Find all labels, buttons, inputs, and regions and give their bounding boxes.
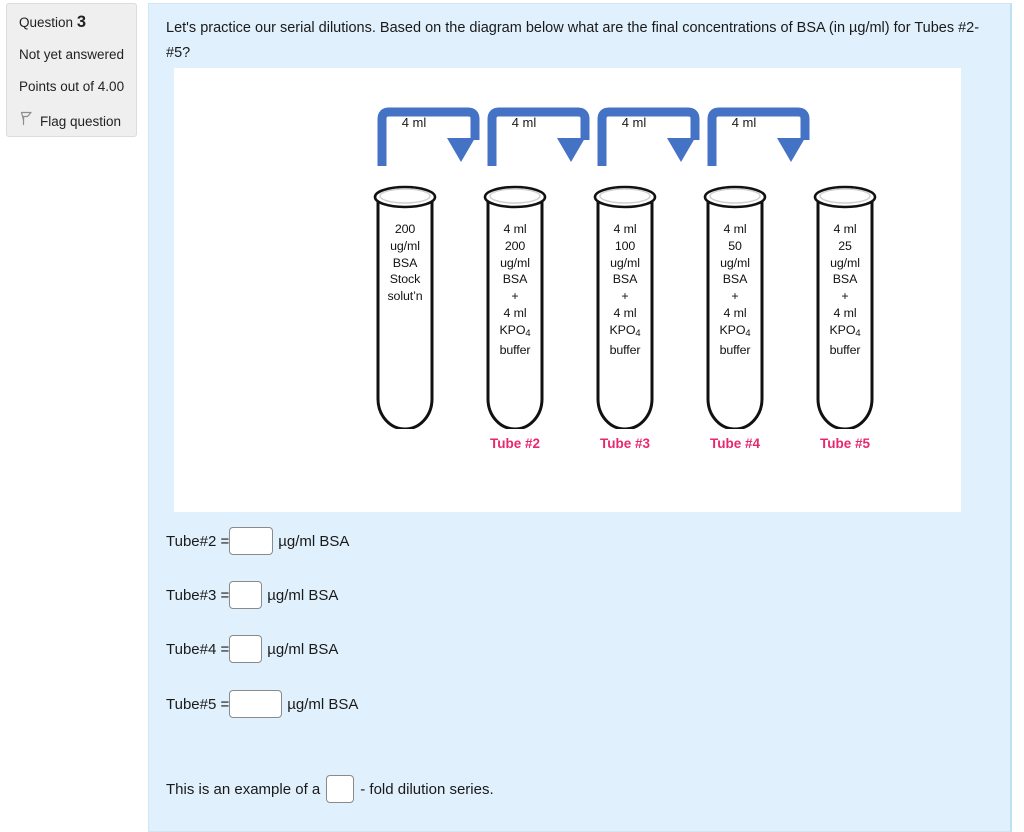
question-number-line: Question 3 (19, 14, 136, 31)
tube-5-line-5: 4 ml (833, 305, 857, 320)
tube-5-label: Tube #5 (819, 436, 870, 451)
flag-question-button[interactable]: Flag question (19, 111, 136, 131)
tube-2-line-4: + (511, 289, 519, 304)
tube-4-line-7: buffer (719, 342, 751, 357)
tube-3-line-3: BSA (612, 272, 638, 287)
tube-5: 4 ml 25 ug/ml BSA + 4 ml KPO4 buffer Tub… (812, 181, 878, 451)
tube-2-line-3: BSA (502, 272, 528, 287)
tube-2-line-0: 4 ml (503, 222, 527, 236)
question-info-box: Question 3 Not yet answered Points out o… (6, 3, 137, 137)
answer-row-tube4: Tube#4 = µg/ml BSA (166, 635, 338, 663)
answer-row-tube3: Tube#3 = µg/ml BSA (166, 581, 338, 609)
tube-2-contents: 4 ml 200 ug/ml BSA + 4 ml KPO4 buffer (482, 221, 548, 358)
arrow-label-3: 4 ml (621, 115, 647, 130)
tube-2-line-6: KPO4 (499, 322, 531, 338)
tube-1: 200 ug/ml BSA Stock solut’n (372, 181, 438, 429)
question-label: Question (19, 15, 74, 30)
tube-5-line-6: KPO4 (829, 322, 861, 338)
tube-4-line-3: BSA (722, 272, 748, 287)
tube-2-line-1: 200 (504, 238, 526, 253)
answer-label-tube2: Tube#2 = (166, 532, 230, 550)
arrow-label-1: 4 ml (401, 115, 427, 130)
transfer-arrow-1: 4 ml (376, 106, 488, 173)
tube-3-line-5: 4 ml (613, 305, 637, 320)
fold-dilution-input[interactable] (326, 775, 355, 803)
transfer-arrow-4: 4 ml (706, 106, 818, 173)
tube-4-line-0: 4 ml (723, 222, 747, 236)
transfer-arrow-2: 4 ml (486, 106, 598, 173)
answer-unit-tube4: µg/ml BSA (267, 640, 339, 658)
tube-3-line-0: 4 ml (613, 222, 637, 236)
question-panel: Let's practice our serial dilutions. Bas… (148, 3, 1012, 832)
tube-5-line-1: 25 (838, 238, 852, 253)
transfer-arrow-3: 4 ml (596, 106, 708, 173)
answer-unit-tube2: µg/ml BSA (278, 532, 350, 550)
tube-2-line-2: ug/ml (500, 255, 530, 270)
serial-dilution-diagram: 4 ml 4 ml 4 ml (174, 68, 961, 512)
tube-1-line-4: solut’n (387, 289, 423, 304)
tube-4-line-6: KPO4 (719, 322, 751, 338)
tube-4-line-5: 4 ml (723, 305, 747, 320)
tube-3-label: Tube #3 (599, 436, 650, 451)
answer-label-tube3: Tube#3 = (166, 586, 230, 604)
tube-5-line-7: buffer (829, 342, 861, 357)
tube-4-contents: 4 ml 50 ug/ml BSA + 4 ml KPO4 buffer (702, 221, 768, 358)
tube-5-line-0: 4 ml (833, 222, 857, 236)
flag-question-label: Flag question (40, 113, 122, 129)
tube-2: 4 ml 200 ug/ml BSA + 4 ml KPO4 buffer Tu… (482, 181, 548, 451)
flag-icon (19, 111, 33, 131)
question-points: Points out of 4.00 (19, 79, 125, 94)
tube-5-contents: 4 ml 25 ug/ml BSA + 4 ml KPO4 buffer (812, 221, 878, 358)
tube-4-label: Tube #4 (709, 436, 760, 451)
tube-5-line-2: ug/ml (830, 255, 860, 270)
tube-1-line-2: BSA (392, 255, 418, 270)
tube-2-label: Tube #2 (489, 436, 540, 451)
tube-3-line-2: ug/ml (610, 255, 640, 270)
tube-4: 4 ml 50 ug/ml BSA + 4 ml KPO4 buffer Tub… (702, 181, 768, 451)
arrow-label-2: 4 ml (511, 115, 537, 130)
question-prompt-text: Let's practice our serial dilutions. Bas… (166, 20, 980, 61)
tube-3-line-4: + (621, 289, 629, 304)
question-status: Not yet answered (19, 47, 125, 62)
tube-5-line-4: + (841, 289, 849, 304)
tube-4-line-4: + (731, 289, 739, 304)
answer-row-tube5: Tube#5 = µg/ml BSA (166, 690, 358, 718)
answer-unit-tube5: µg/ml BSA (287, 695, 359, 713)
tube-5-line-3: BSA (832, 272, 858, 287)
answer-input-tube2[interactable] (229, 527, 274, 555)
answer-input-tube3[interactable] (229, 581, 263, 609)
answer-input-tube4[interactable] (229, 635, 263, 663)
fold-dilution-suffix: - fold dilution series. (360, 780, 494, 798)
tube-3-contents: 4 ml 100 ug/ml BSA + 4 ml KPO4 buffer (592, 221, 658, 358)
answer-label-tube4: Tube#4 = (166, 640, 230, 658)
tube-1-line-3: Stock (389, 272, 421, 287)
answer-unit-tube3: µg/ml BSA (267, 586, 339, 604)
question-number: 3 (76, 13, 87, 31)
tube-3-line-7: buffer (609, 342, 641, 357)
tube-1-contents: 200 ug/ml BSA Stock solut’n (372, 221, 438, 305)
arrow-label-4: 4 ml (731, 115, 757, 130)
tube-3: 4 ml 100 ug/ml BSA + 4 ml KPO4 buffer Tu… (592, 181, 658, 451)
fold-dilution-row: This is an example of a - fold dilution … (166, 775, 494, 803)
tube-3-line-1: 100 (614, 238, 636, 253)
tube-3-line-6: KPO4 (609, 322, 641, 338)
answer-row-tube2: Tube#2 = µg/ml BSA (166, 527, 349, 555)
tube-1-line-1: ug/ml (390, 238, 420, 253)
tube-4-line-1: 50 (728, 238, 742, 253)
fold-dilution-prefix: This is an example of a (166, 780, 321, 798)
tube-4-line-2: ug/ml (720, 255, 750, 270)
tube-2-line-7: buffer (499, 342, 531, 357)
tube-2-line-5: 4 ml (503, 305, 527, 320)
answer-input-tube5[interactable] (229, 690, 283, 718)
answer-label-tube5: Tube#5 = (166, 695, 230, 713)
tube-1-line-0: 200 (394, 222, 416, 236)
